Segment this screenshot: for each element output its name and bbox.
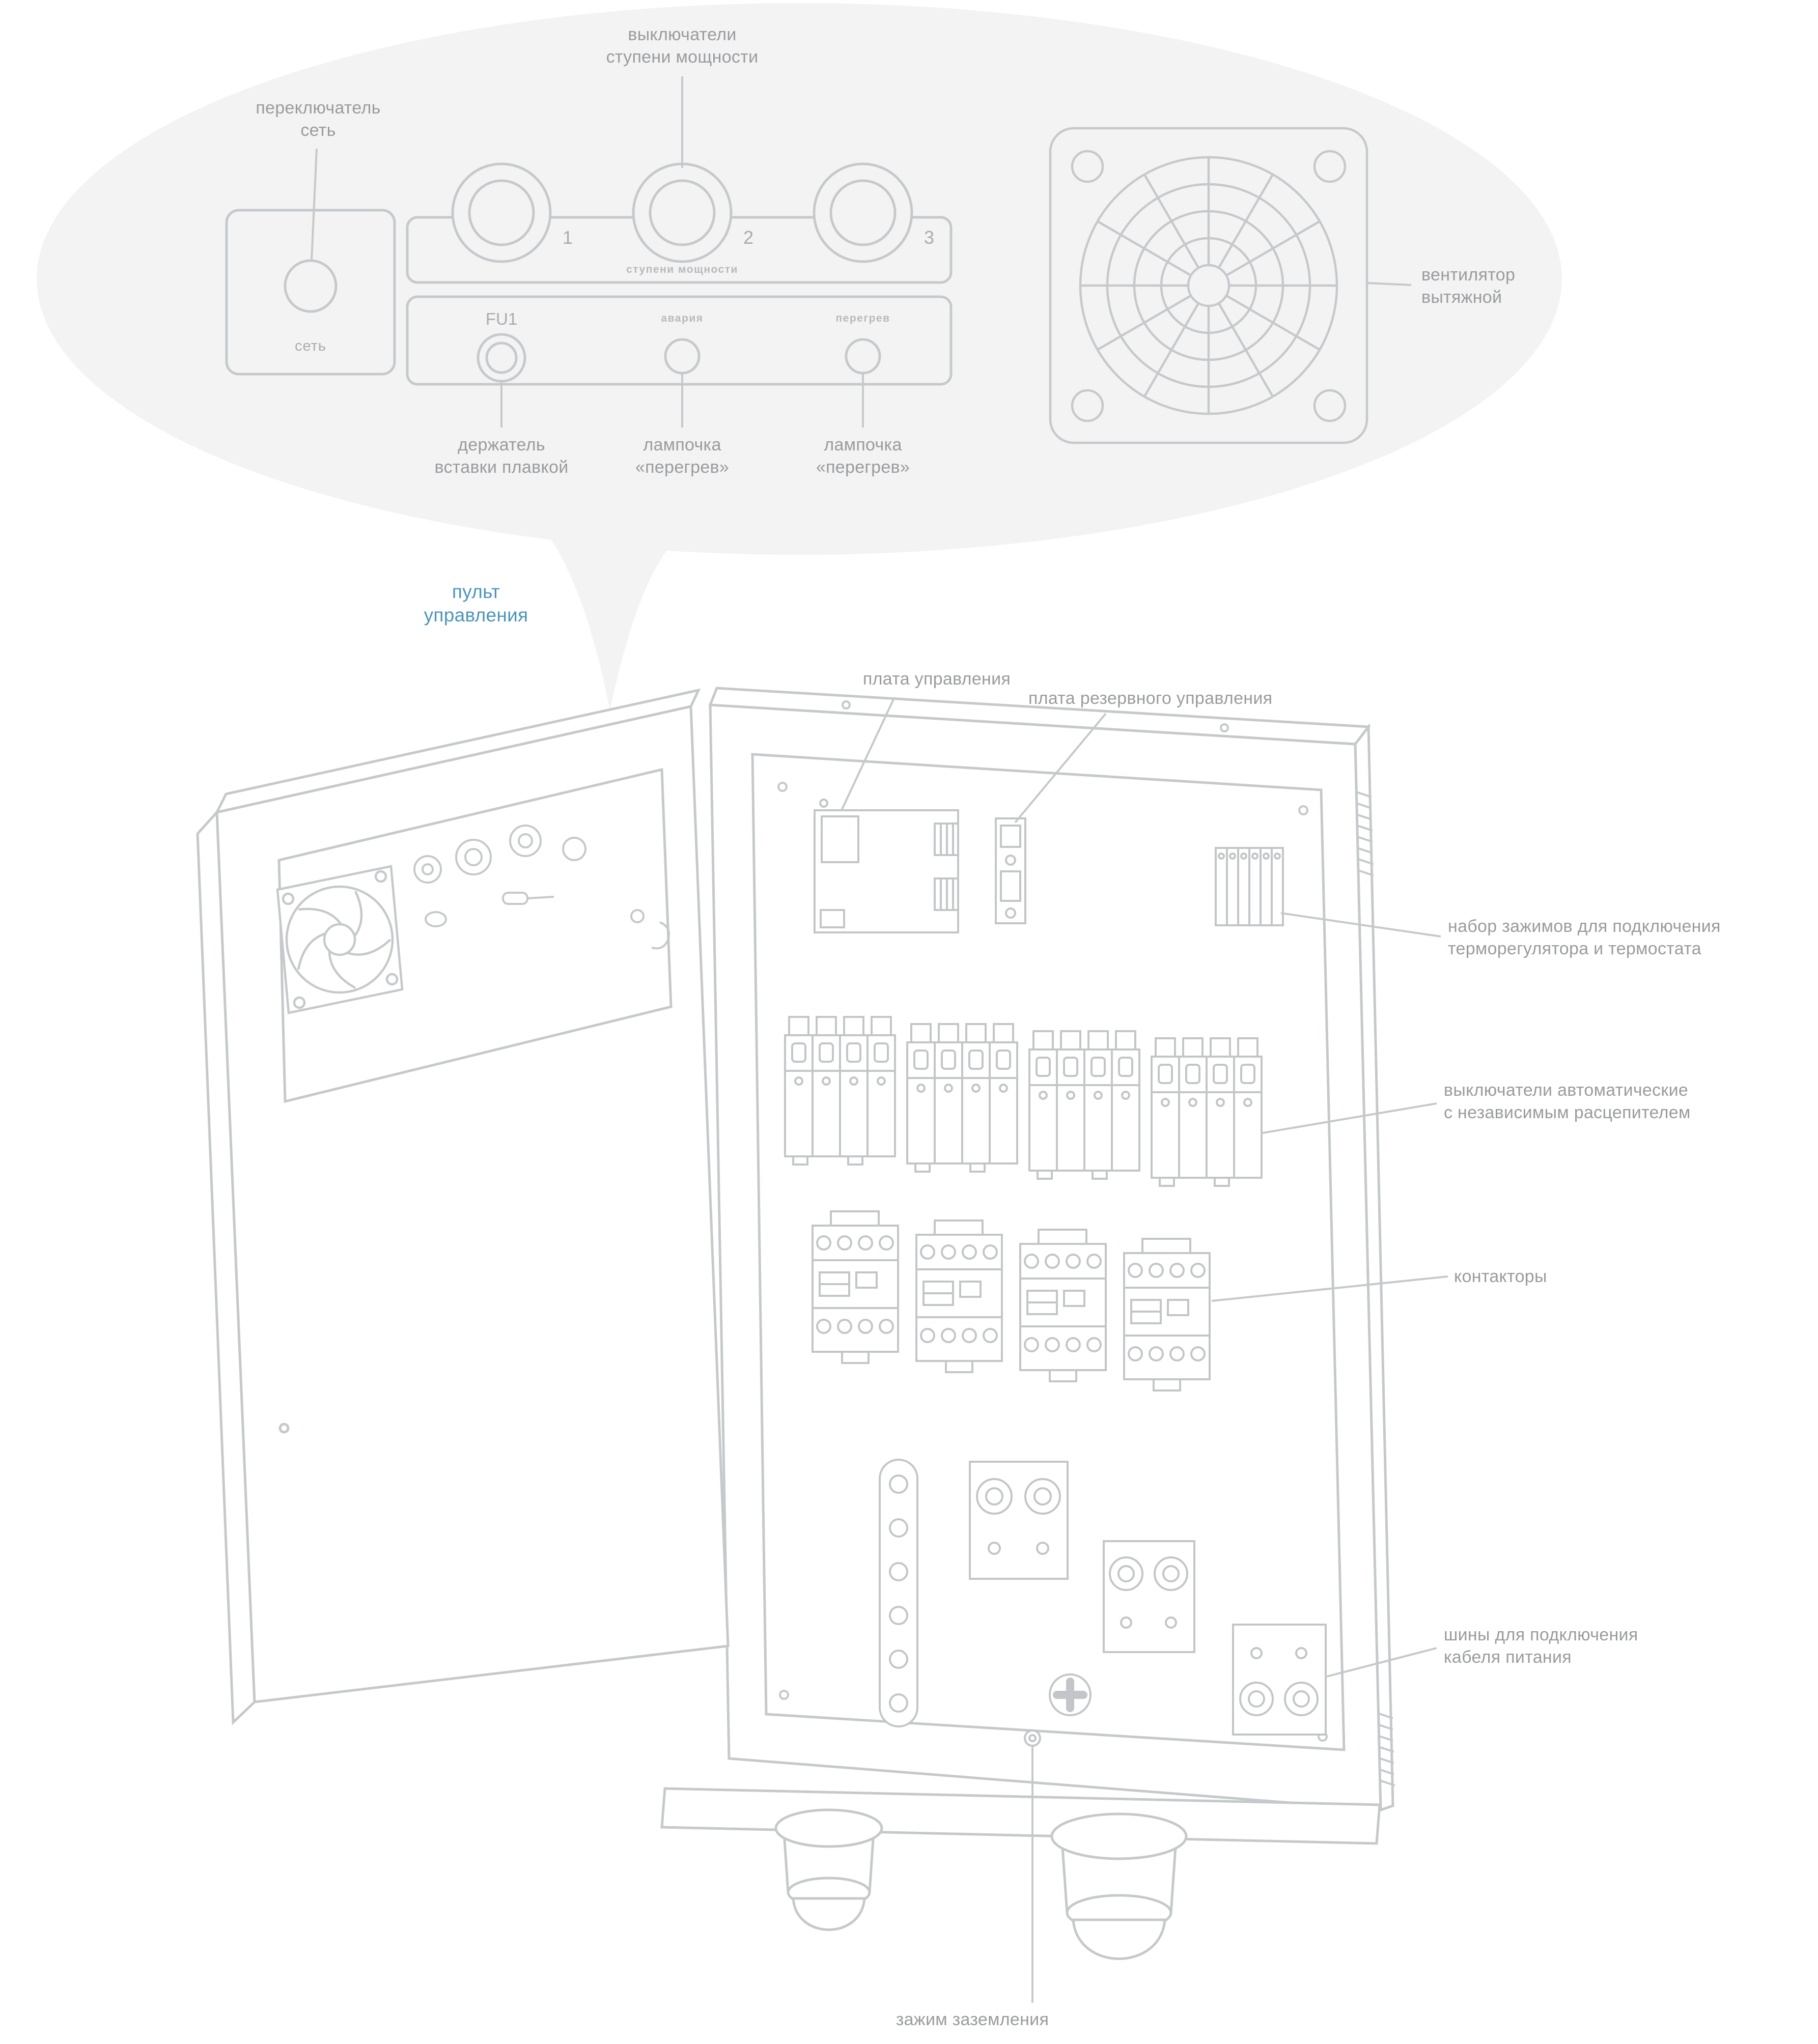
power-stages-caption: ступени мощности: [626, 264, 738, 275]
label-line: сеть: [300, 121, 336, 140]
door-fan: [276, 865, 404, 1014]
exhaust-fan-label: вентилятор вытяжной: [1421, 264, 1635, 308]
knob-1: [451, 162, 552, 263]
knob-2: [632, 162, 733, 263]
mounting-plate-2: [1103, 1540, 1195, 1653]
power-busbar-plate: [1232, 1624, 1327, 1736]
side-vents: [1356, 791, 1395, 1786]
net-button: [284, 259, 338, 313]
fuse-holder-circle: [477, 333, 526, 383]
control-board: [814, 799, 959, 933]
ground-clamp: [1024, 1729, 1041, 1747]
overheat-lamp-label-left: лампочка «перегрев»: [601, 434, 764, 478]
label-line: вентилятор: [1421, 265, 1516, 285]
panel-screws: [777, 700, 1328, 1742]
label-line: переключатель: [256, 98, 381, 118]
knob-number-3: 3: [924, 227, 935, 248]
net-button-label: сеть: [294, 338, 327, 354]
knob-number-2: 2: [743, 227, 754, 248]
label-line: лампочка: [824, 435, 902, 455]
label-line: терморегулятора и термостата: [1448, 939, 1701, 958]
alarm-lamp: [664, 338, 701, 375]
breakers-label: выключатели автоматические с независимым…: [1444, 1079, 1770, 1124]
callout-leader-lines: [311, 76, 1412, 428]
label-line: «перегрев»: [635, 458, 730, 477]
power-stage-switches-label: выключатели ступени мощности: [550, 23, 815, 68]
label-line: ступени мощности: [606, 47, 759, 67]
fuse-label: FU1: [485, 309, 518, 328]
label-line: «перегрев»: [816, 458, 910, 477]
knob-3: [813, 162, 913, 263]
ground-screw: [1049, 1673, 1092, 1716]
alarm-caption: авария: [661, 313, 704, 324]
label-line: пульт: [452, 581, 500, 602]
label-line: выключатели автоматические: [1444, 1081, 1689, 1100]
label-line: кабеля питания: [1444, 1648, 1572, 1667]
terminal-set-label: набор зажимов для подключения терморегул…: [1448, 915, 1774, 960]
cabinet-leader-lines: [840, 697, 1448, 2003]
label-line: набор зажимов для подключения: [1448, 917, 1721, 936]
control-panel-label: пульт управления: [397, 580, 555, 627]
control-board-label: плата управления: [862, 669, 1011, 689]
net-switch-label: переключатель сеть: [216, 97, 420, 141]
knob-number-1: 1: [562, 227, 573, 248]
label-line: вытяжной: [1421, 288, 1502, 307]
cable-gland-small: [774, 1808, 883, 1931]
ground-busbar: [879, 1459, 918, 1727]
overheat-lamp-label-right: лампочка «перегрев»: [781, 434, 944, 478]
power-busbars-label: шины для подключения кабеля питания: [1444, 1624, 1709, 1668]
label-line: шины для подключения: [1444, 1625, 1638, 1644]
overheat-caption: перегрев: [835, 313, 890, 324]
label-line: лампочка: [643, 435, 721, 455]
terminal-block: [1215, 847, 1284, 926]
label-line: держатель: [458, 435, 545, 455]
exhaust-fan-grille: [1049, 127, 1368, 444]
overheat-lamp: [845, 338, 881, 375]
door-rear-components: [413, 825, 670, 950]
ground-clamp-label: зажим заземления: [896, 2010, 1049, 2029]
backup-board-label: плата резервного управления: [1028, 689, 1273, 708]
cable-gland-large: [1050, 1812, 1188, 1960]
contactors-label: контакторы: [1454, 1267, 1547, 1286]
label-line: вставки плавкой: [434, 458, 569, 477]
control-panel-drawing: [225, 162, 953, 386]
callout-bubble: [37, 3, 1562, 711]
label-line: с независимым расцепителем: [1444, 1103, 1691, 1122]
mounting-plate-1: [969, 1461, 1069, 1580]
fuse-holder-label: держатель вставки плавкой: [395, 434, 608, 478]
backup-control-board: [995, 817, 1026, 924]
label-line: выключатели: [628, 25, 737, 44]
label-line: управления: [424, 605, 528, 626]
